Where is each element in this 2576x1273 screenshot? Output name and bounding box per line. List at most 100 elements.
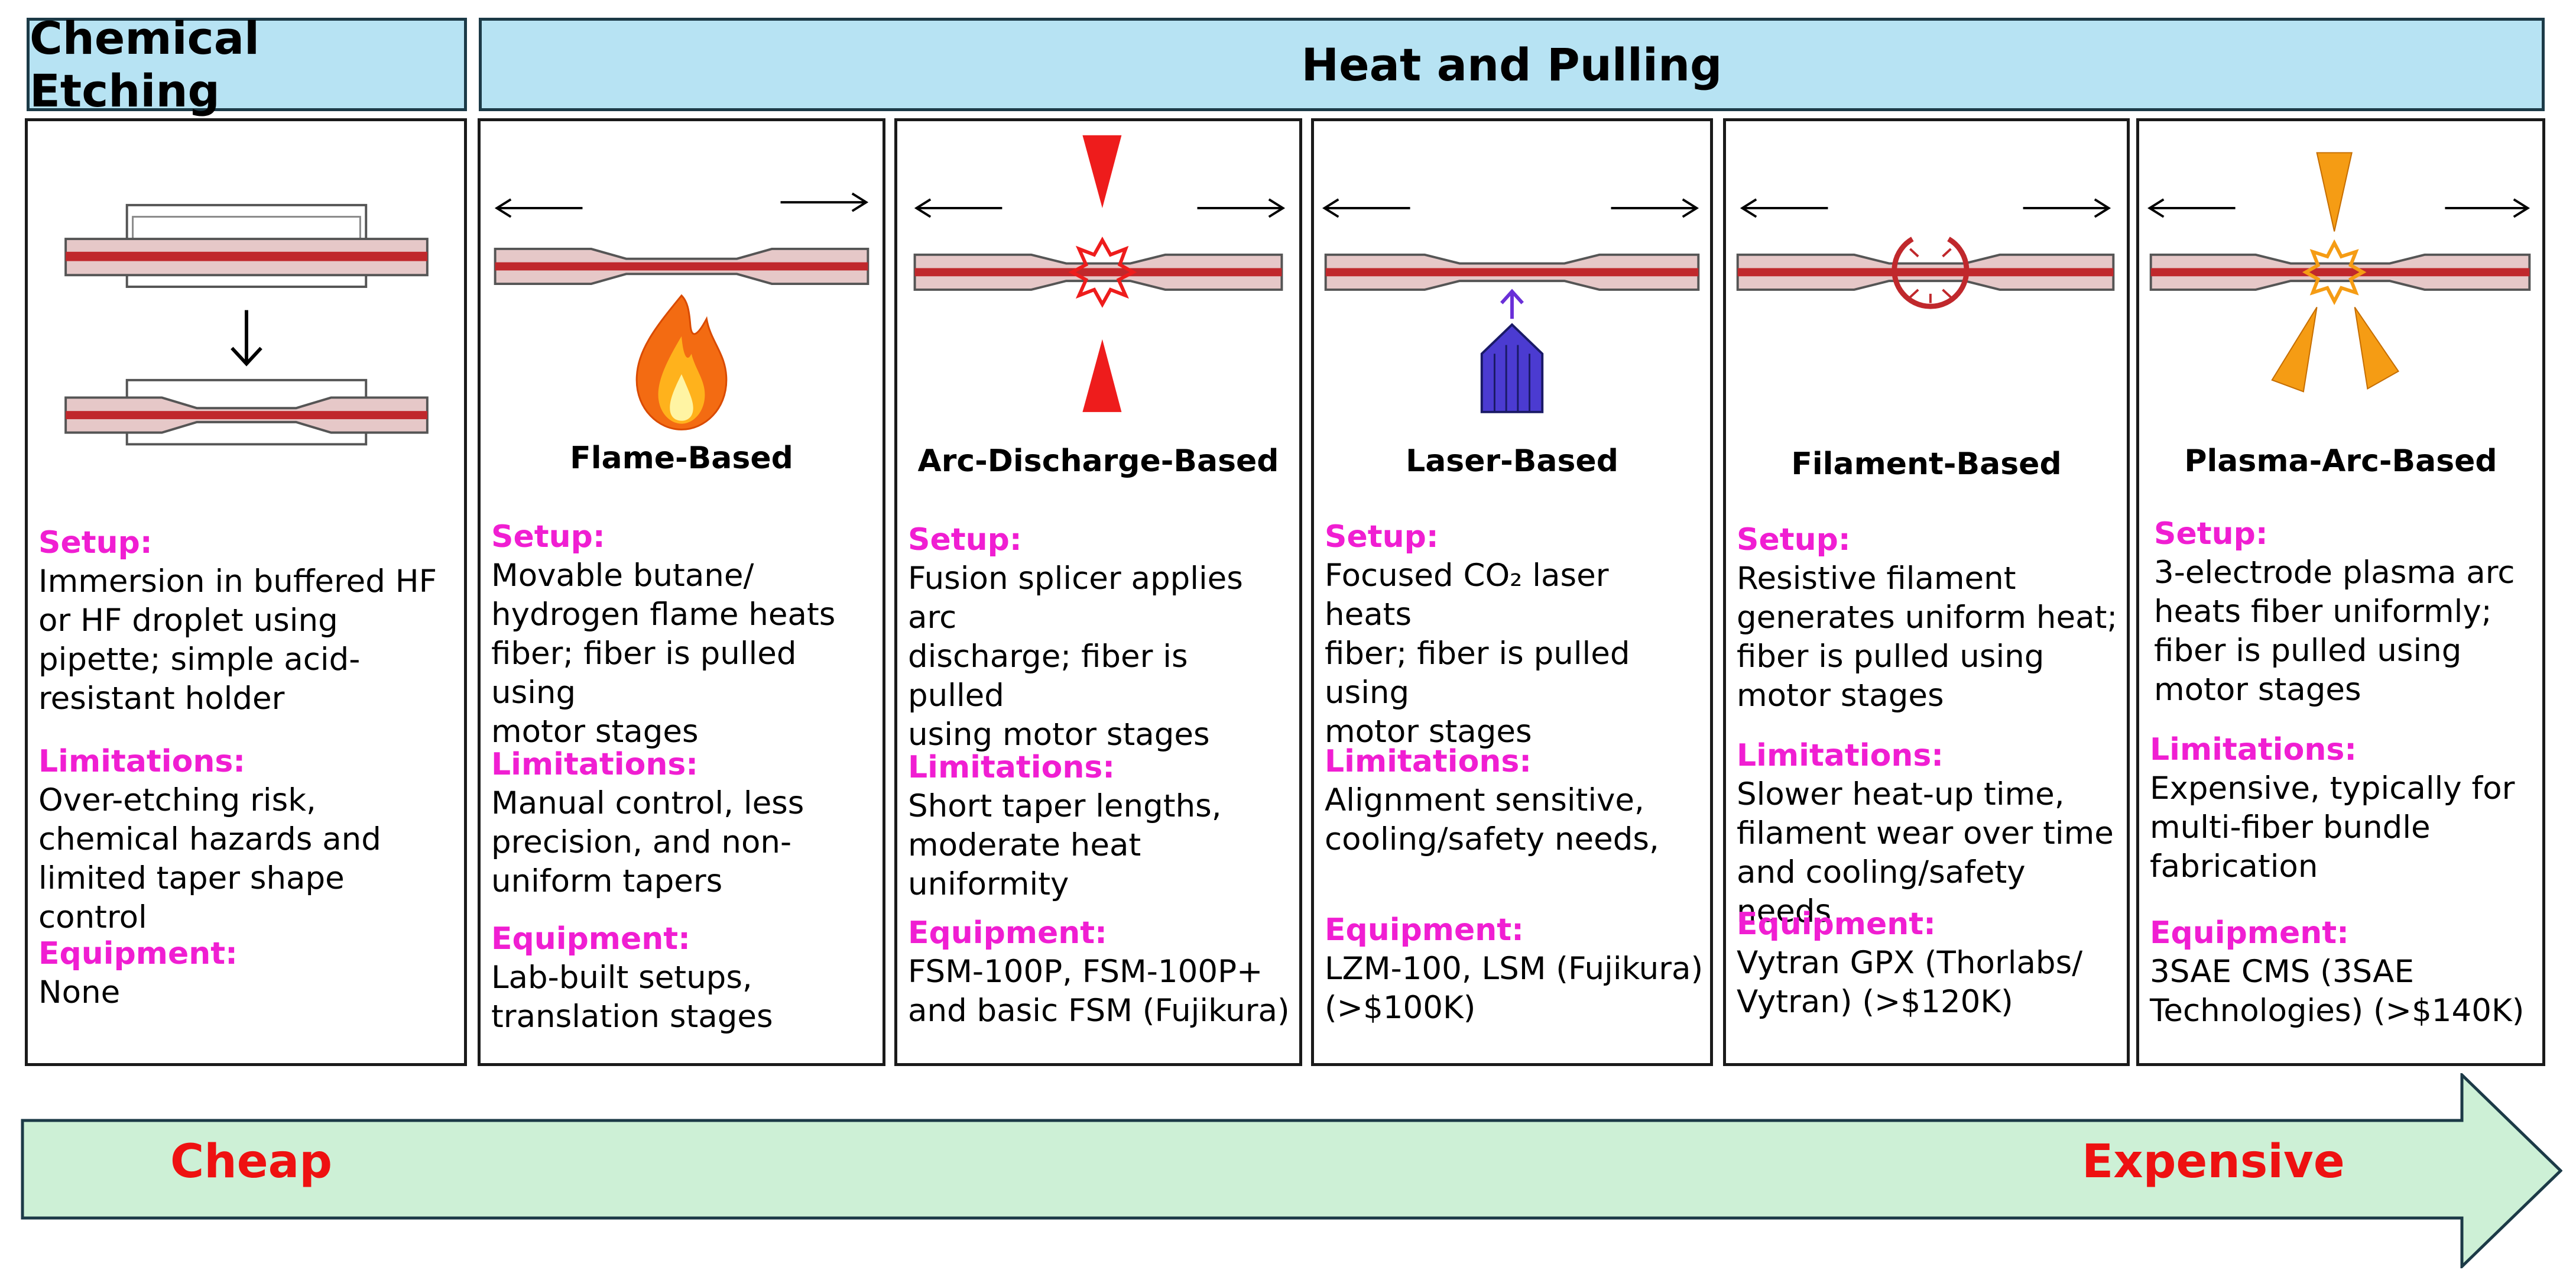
equipment-label: Equipment: xyxy=(908,915,1107,951)
header-chemical-etching: Chemical Etching xyxy=(27,12,467,117)
limitations-line: Alignment sensitive, xyxy=(1325,782,1644,818)
pull-right-arrow-icon xyxy=(2445,198,2530,218)
header-heat-and-pulling-label: Heat and Pulling xyxy=(1301,38,1722,91)
top-electrode-icon xyxy=(2316,152,2353,232)
header-chemical-etching-label: Chemical Etching xyxy=(30,12,260,117)
equipment-label: Equipment: xyxy=(1737,906,1936,942)
tapered-fiber xyxy=(1324,253,1700,291)
limitations-line: uniform tapers xyxy=(491,863,723,899)
equipment-line: FSM-100P, FSM-100P+ xyxy=(908,954,1263,990)
panel-title: Filament-Based xyxy=(1791,446,2062,482)
panel-arc-discharge-based: Arc-Discharge-Based Setup: Fusion splice… xyxy=(894,118,1302,1066)
cost-label-expensive: Expensive xyxy=(2082,1135,2345,1188)
setup-line: fiber; fiber is pulled using xyxy=(491,636,797,711)
laser-illustration xyxy=(1322,198,1700,413)
panel-laser-based: Laser-Based Setup: Focused CO₂ laser hea… xyxy=(1311,118,1713,1066)
equipment-line: LZM-100, LSM (Fujikura) xyxy=(1325,951,1704,987)
header-heat-and-pulling: Heat and Pulling xyxy=(479,18,2545,111)
equipment-line: Technologies) (>$140K) xyxy=(2150,993,2525,1029)
plasma-arc-illustration xyxy=(2147,152,2531,393)
tapered-fiber xyxy=(2149,253,2531,291)
limitations-line: control xyxy=(38,899,147,935)
setup-line: fiber is pulled using xyxy=(2154,633,2462,669)
fiber-after-etching xyxy=(64,378,429,446)
limitations-label: Limitations: xyxy=(908,750,1115,785)
equipment-line: and basic FSM (Fujikura) xyxy=(908,993,1290,1029)
plasma-arc-icon xyxy=(2302,239,2367,306)
limitations-line: precision, and non- xyxy=(491,824,792,860)
setup-label: Setup: xyxy=(1325,519,1439,555)
cost-scale-arrow xyxy=(21,1073,2562,1268)
setup-line: pipette; simple acid- xyxy=(38,642,361,678)
limitations-label: Limitations: xyxy=(2150,732,2357,767)
laser-beam-arrow-icon xyxy=(1500,289,1524,319)
setup-label: Setup: xyxy=(1737,522,1851,558)
equipment-line: None xyxy=(38,974,121,1010)
panel-flame-based: Flame-Based Setup: Movable butane/ hydro… xyxy=(478,118,885,1066)
panel-plasma-arc-based: Plasma-Arc-Based Setup: 3-electrode plas… xyxy=(2136,118,2545,1066)
setup-line: Movable butane/ xyxy=(491,558,754,594)
cost-label-cheap: Cheap xyxy=(170,1135,333,1188)
panel-title: Flame-Based xyxy=(570,440,793,476)
pull-left-arrow-icon xyxy=(1740,198,1828,218)
setup-line: using motor stages xyxy=(908,717,1210,753)
limitations-line: Short taper lengths, xyxy=(908,788,1222,824)
limitations-line: limited taper shape xyxy=(38,860,345,896)
setup-line: motor stages xyxy=(1325,714,1532,750)
tapered-fiber xyxy=(913,253,1283,291)
down-arrow-icon xyxy=(231,310,262,367)
panel-title: Laser-Based xyxy=(1406,443,1618,479)
equipment-label: Equipment: xyxy=(38,936,238,971)
limitations-line: multi-fiber bundle xyxy=(2150,809,2431,846)
setup-label: Setup: xyxy=(38,525,153,561)
filament-illustration xyxy=(1736,198,2115,309)
pull-left-arrow-icon xyxy=(494,198,583,218)
laser-icon xyxy=(1480,323,1544,413)
setup-line: fiber; fiber is pulled using xyxy=(1325,636,1630,711)
lower-electrode-icon xyxy=(1082,339,1122,412)
limitations-line: moderate heat uniformity xyxy=(908,827,1141,902)
setup-line: motor stages xyxy=(491,714,699,750)
equipment-line: (>$100K) xyxy=(1325,990,1476,1026)
setup-line: 3-electrode plasma arc xyxy=(2154,555,2515,591)
limitations-line: Slower heat-up time, xyxy=(1737,776,2065,812)
panel-title: Arc-Discharge-Based xyxy=(917,443,1279,479)
limitations-line: Over-etching risk, xyxy=(38,782,316,818)
flame-illustration xyxy=(494,192,870,430)
tapered-fiber xyxy=(494,247,870,286)
limitations-line: fabrication xyxy=(2150,848,2318,885)
pull-left-arrow-icon xyxy=(2147,198,2236,218)
pull-right-arrow-icon xyxy=(780,192,869,212)
limitations-line: Expensive, typically for xyxy=(2150,770,2515,806)
limitations-label: Limitations: xyxy=(38,744,246,779)
pull-left-arrow-icon xyxy=(1322,198,1410,218)
equipment-line: 3SAE CMS (3SAE xyxy=(2150,954,2414,990)
tapered-fiber xyxy=(1736,253,2115,291)
setup-line: Immersion in buffered HF xyxy=(38,563,437,600)
equipment-line: translation stages xyxy=(491,999,773,1035)
setup-label: Setup: xyxy=(491,519,605,555)
setup-line: discharge; fiber is pulled xyxy=(908,639,1188,714)
etching-illustration xyxy=(64,203,429,446)
setup-line: Fusion splicer applies arc xyxy=(908,561,1243,636)
limitations-label: Limitations: xyxy=(491,747,699,782)
equipment-label: Equipment: xyxy=(1325,912,1524,948)
limitations-line: cooling/safety needs, xyxy=(1325,821,1659,857)
limitations-line: Manual control, less xyxy=(491,785,804,821)
setup-line: generates uniform heat; xyxy=(1737,600,2118,636)
equipment-line: Vytran) (>$120K) xyxy=(1737,984,2013,1020)
pull-right-arrow-icon xyxy=(1611,198,1699,218)
limitations-label: Limitations: xyxy=(1325,744,1532,779)
limitations-line: filament wear over time xyxy=(1737,815,2114,851)
pull-left-arrow-icon xyxy=(914,198,1003,218)
fiber-before-etching xyxy=(64,203,429,288)
setup-line: or HF droplet using xyxy=(38,603,338,639)
lower-right-electrode-icon xyxy=(2354,306,2399,390)
setup-line: fiber is pulled using xyxy=(1737,639,2045,675)
equipment-line: Vytran GPX (Thorlabs/ xyxy=(1737,945,2083,981)
setup-line: motor stages xyxy=(1737,678,1944,714)
setup-line: resistant holder xyxy=(38,681,285,717)
setup-line: hydrogen flame heats xyxy=(491,597,836,633)
setup-line: heats fiber uniformly; xyxy=(2154,594,2492,630)
setup-label: Setup: xyxy=(908,522,1022,558)
